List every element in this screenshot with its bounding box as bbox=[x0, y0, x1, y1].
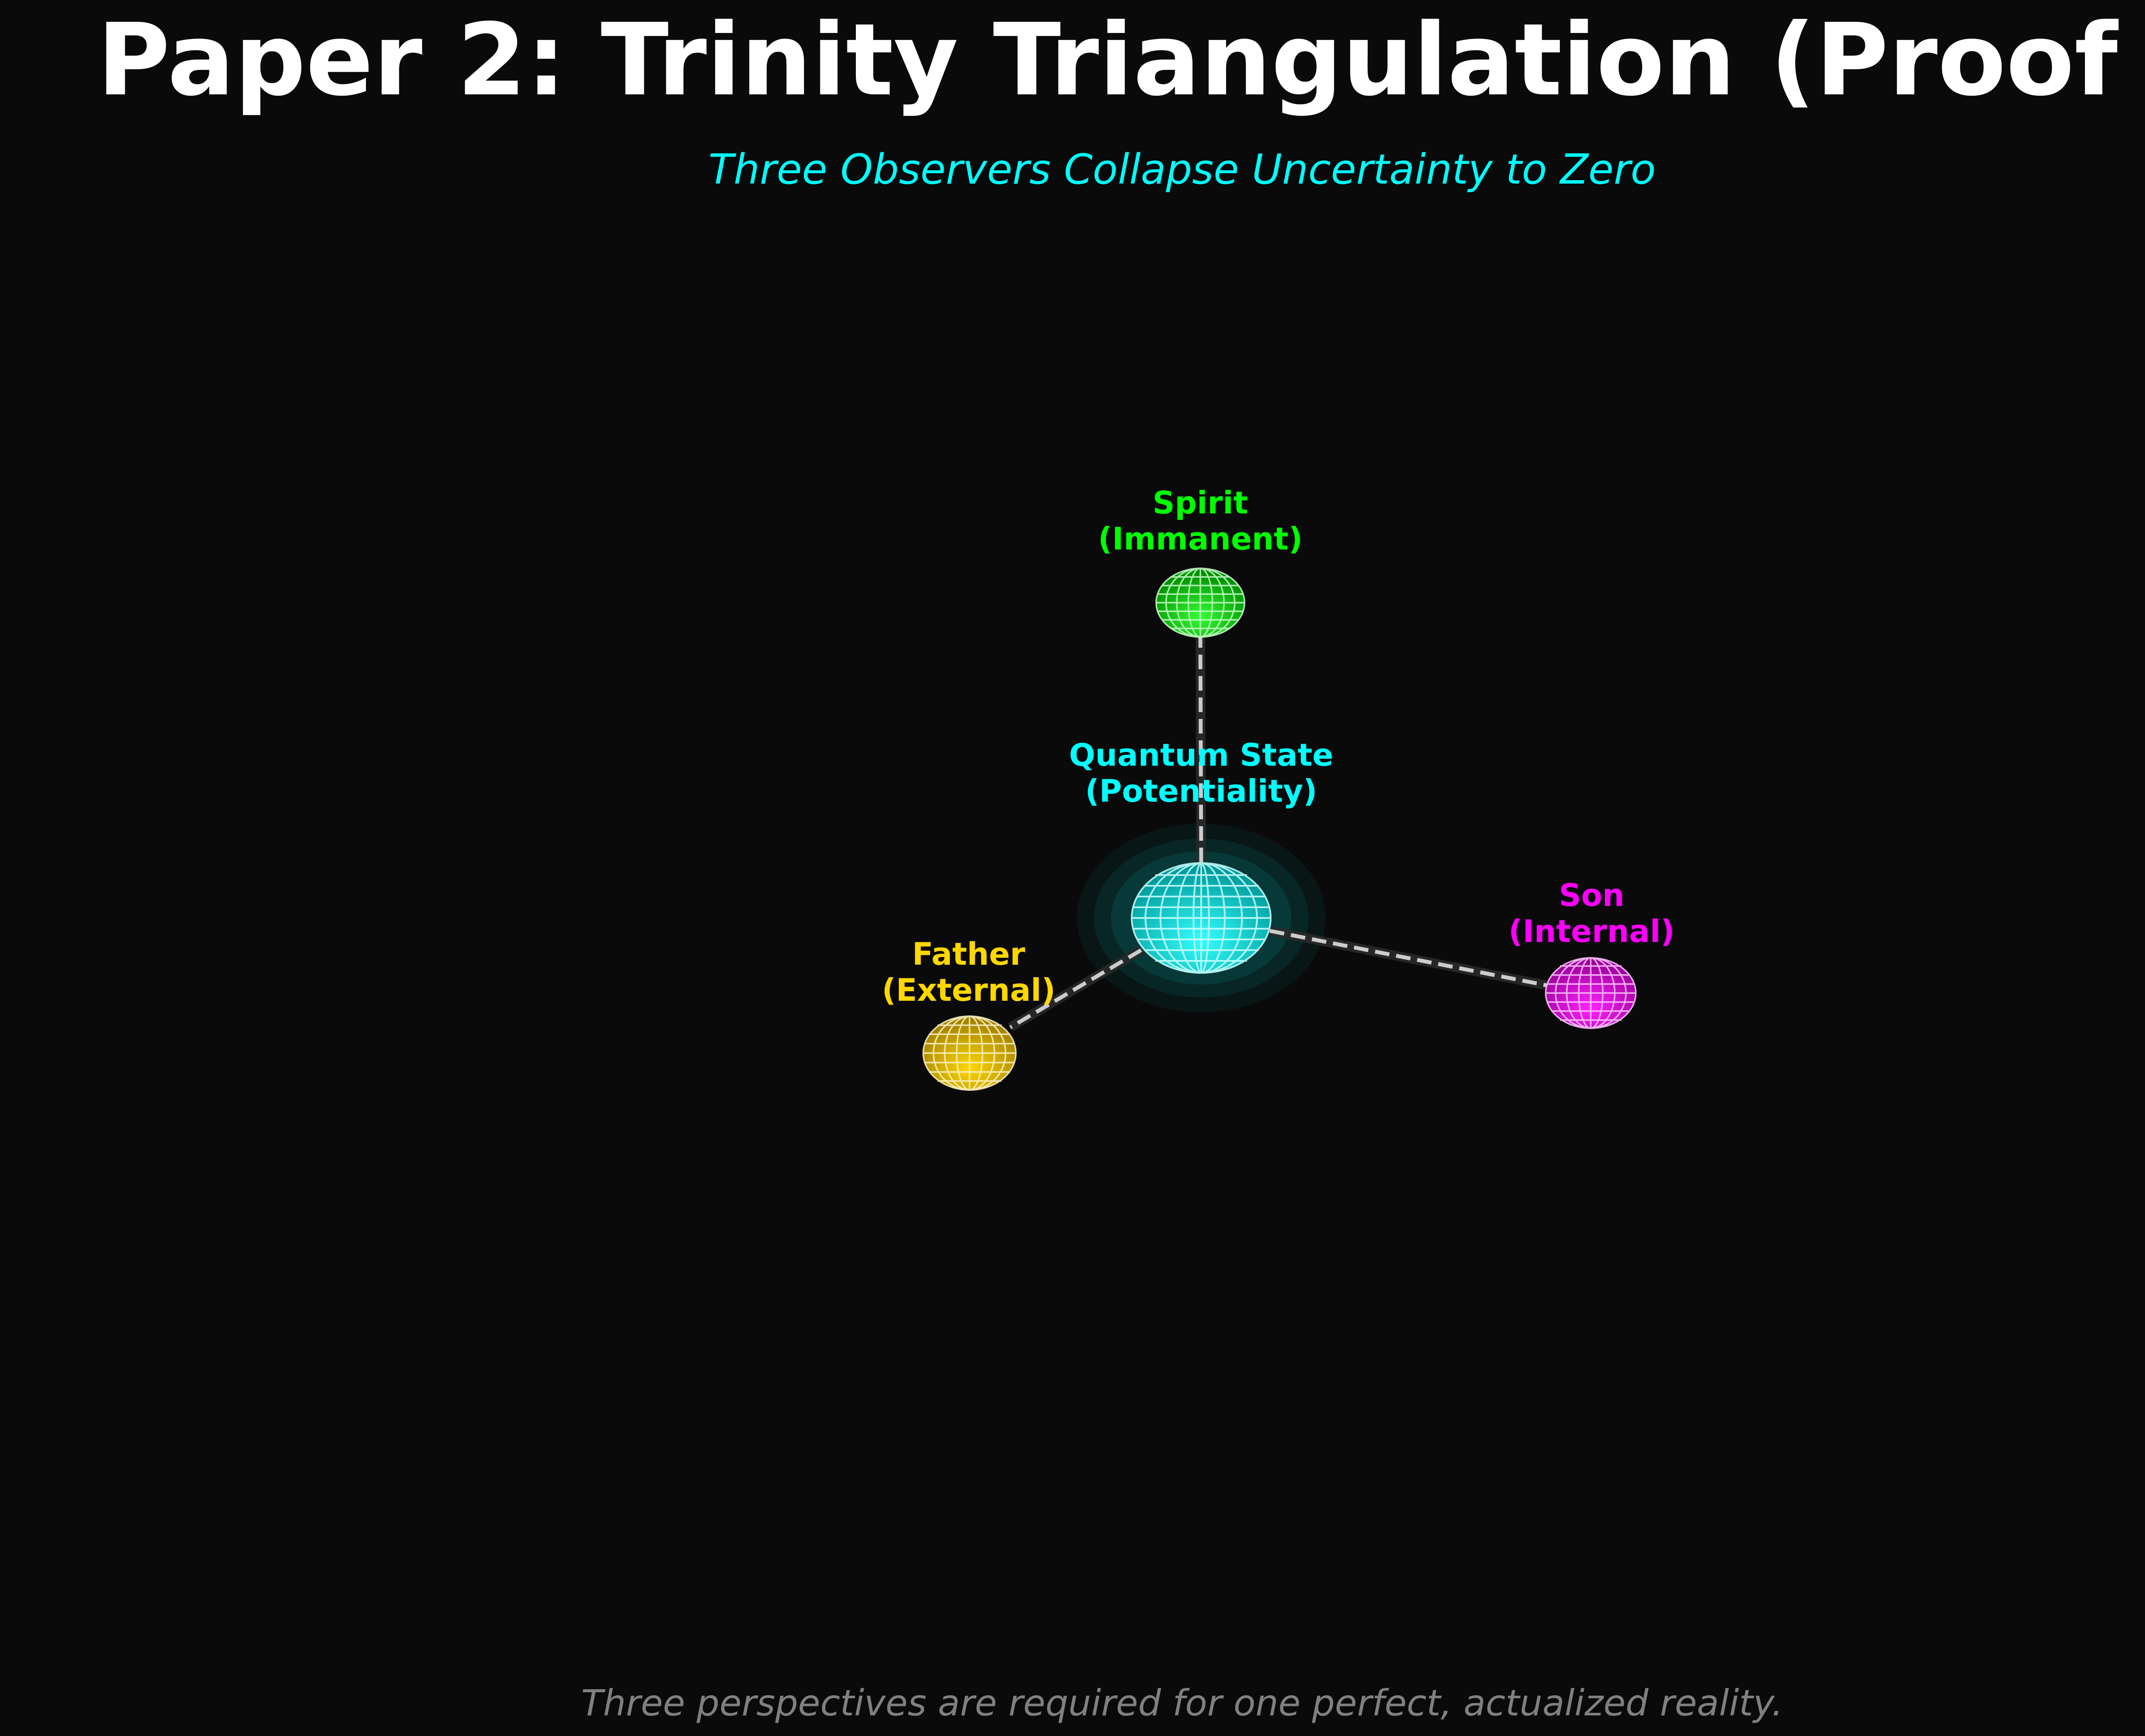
page-title: Paper 2: Trinity Triangulation (Proof 8) bbox=[97, 2, 2145, 118]
spirit-role: (Immanent) bbox=[1098, 521, 1303, 557]
spirit-sphere-icon bbox=[1155, 568, 1245, 638]
father-label: Father (External) bbox=[882, 936, 1056, 1008]
spirit-label: Spirit (Immanent) bbox=[1098, 485, 1303, 557]
connector-spirit bbox=[1196, 637, 1206, 863]
quantum-sphere-icon bbox=[1131, 862, 1272, 974]
connector-son bbox=[1269, 926, 1548, 990]
connector-father bbox=[1008, 946, 1144, 1032]
quantum-role: (Potentiality) bbox=[1085, 773, 1317, 809]
subtitle: Three Observers Collapse Uncertainty to … bbox=[708, 145, 1656, 193]
father-role: (External) bbox=[882, 972, 1056, 1008]
footer-caption: Three perspectives are required for one … bbox=[581, 1682, 1783, 1724]
quantum-label: Quantum State (Potentiality) bbox=[1069, 737, 1333, 809]
son-sphere-icon bbox=[1545, 957, 1637, 1029]
son-label: Son (Internal) bbox=[1508, 877, 1674, 949]
son-name: Son bbox=[1559, 877, 1625, 913]
quantum-name: Quantum State bbox=[1069, 737, 1334, 773]
son-role: (Internal) bbox=[1508, 913, 1675, 949]
father-sphere-icon bbox=[922, 1015, 1017, 1091]
spirit-name: Spirit bbox=[1152, 485, 1248, 521]
father-name: Father bbox=[912, 936, 1025, 972]
